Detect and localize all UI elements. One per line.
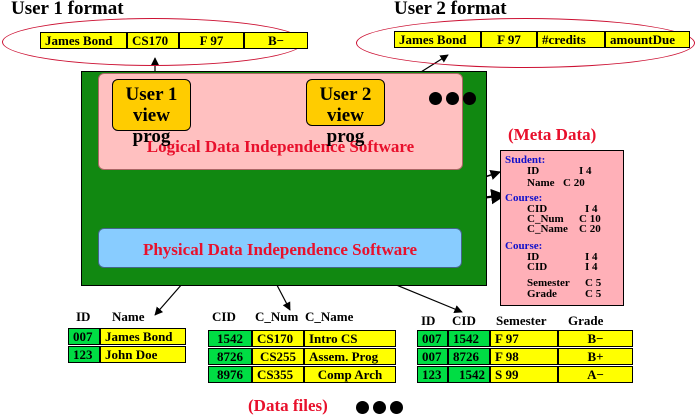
ellipsis-dot [463,92,476,105]
meta-type: C 5 [585,288,602,300]
courses-cell: CS255 [252,348,304,365]
meta-field: C_Name [527,223,568,235]
data-files-label: (Data files) [248,396,328,415]
view1-line2: view prog [132,105,171,147]
user2-cell: amountDue [605,31,690,48]
meta-type: I 4 [579,165,592,177]
enroll-cell: F 98 [490,348,558,365]
courses-row: 8726 CS255 Assem. Prog [208,348,396,365]
view1-line1: User 1 [125,84,178,105]
user1-cell: B− [244,32,308,49]
meta-field: ID [527,251,540,263]
meta-data-box: Student: ID I 4 Name C 20 Course: CID I … [500,150,624,306]
enroll-cell: F 97 [490,330,558,347]
courses-header: C_Name [305,309,354,324]
enroll-header: Grade [568,313,604,328]
meta-field: Semester [527,277,570,289]
courses-row: 1542 CS170 Intro CS [208,330,396,347]
courses-cell: 8726 [208,348,252,365]
user2-format-title: User 2 format [394,0,507,19]
meta-type: C 20 [579,223,601,235]
enroll-header: Semester [496,313,547,328]
courses-cell: 8976 [208,366,252,383]
view2-line1: User 2 [319,84,372,105]
meta-field: Name [527,177,555,189]
user2-cell: F 97 [481,31,537,48]
meta-field: Grade [527,288,557,300]
enroll-cell: 007 [417,348,448,365]
enroll-cell: 1542 [448,330,490,347]
students-header: ID [76,309,91,324]
students-cell: John Doe [100,346,186,363]
user2-cell: James Bond [394,31,481,48]
ellipsis-dot [390,401,403,414]
students-cell: 123 [68,346,100,363]
courses-cell: Intro CS [304,330,396,347]
enroll-cell: 1542 [448,366,490,383]
courses-cell: CS170 [252,330,304,347]
meta-field: C_Num [527,213,564,225]
user1-record: James Bond CS170 F 97 B− [40,32,308,49]
user2-format-ellipse [356,18,695,68]
courses-cell: Assem. Prog [304,348,396,365]
user2-cell: #credits [537,31,605,48]
user1-cell: F 97 [179,32,244,49]
courses-header: CID [212,309,236,324]
physical-layer-box [98,228,462,268]
meta-type: C 5 [585,277,602,289]
enroll-cell: B− [558,330,633,347]
ellipsis-dot [429,92,442,105]
user2-record: James Bond F 97 #credits amountDue [394,31,690,48]
ellipsis-dot [356,401,369,414]
ellipsis-dot [446,92,459,105]
enroll-cell: A− [558,366,633,383]
meta-field: CID [527,261,548,273]
meta-type: I 4 [585,261,598,273]
courses-cell: Comp Arch [304,366,396,383]
enroll-cell: S 99 [490,366,558,383]
courses-row: 8976 CS355 Comp Arch [208,366,396,383]
students-cell: James Bond [100,328,186,345]
meta-type: I 4 [585,251,598,263]
meta-type: C 10 [579,213,601,225]
meta-course-head: Course: [505,240,543,252]
students-header: Name [112,309,145,324]
courses-header: C_Num [255,309,299,324]
enroll-cell: 123 [417,366,448,383]
user2-view-prog: User 2 view prog [306,79,385,147]
enroll-cell: 8726 [448,348,490,365]
enroll-header: CID [452,313,476,328]
enroll-row: 123 1542 S 99 A− [417,366,633,383]
meta-title: (Meta Data) [508,125,597,144]
enroll-row: 007 8726 F 98 B+ [417,348,633,365]
user1-cell: CS170 [127,32,179,49]
physical-label: Physical Data Independence Software [142,240,418,259]
logical-label: Logical Data Independence Software [146,137,415,156]
user1-view-prog: User 1 view prog [112,79,191,147]
students-cell: 007 [68,328,100,345]
enroll-header: ID [421,313,436,328]
meta-course-head: Course: [505,192,543,204]
user1-cell: James Bond [40,32,127,49]
students-row: 123 John Doe [68,346,186,363]
courses-cell: CS355 [252,366,304,383]
courses-cell: 1542 [208,330,252,347]
students-row: 007 James Bond [68,328,186,345]
meta-field: CID [527,203,548,215]
view2-line2: view prog [326,105,365,147]
enroll-cell: B+ [558,348,633,365]
ellipsis-dot [373,401,386,414]
meta-student-head: Student: [505,154,546,166]
meta-type: I 4 [585,203,598,215]
meta-type: C 20 [563,177,585,189]
meta-field: ID [527,165,540,177]
user1-format-title: User 1 format [11,0,124,19]
enroll-row: 007 1542 F 97 B− [417,330,633,347]
enroll-cell: 007 [417,330,448,347]
